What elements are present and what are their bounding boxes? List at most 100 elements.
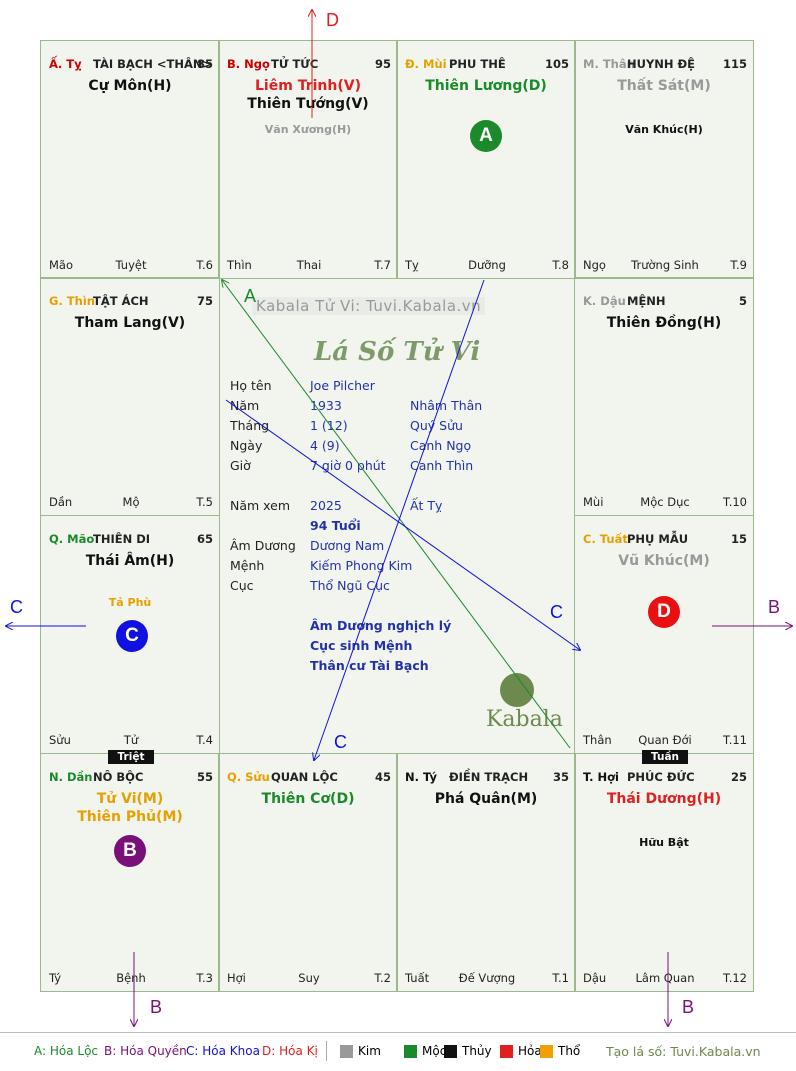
main-star: Thiên Phủ(M) — [77, 809, 183, 825]
tuan-tag: Tuần — [642, 750, 688, 764]
badge-c: C — [116, 620, 148, 652]
palace-name: NÔ BỘC — [93, 770, 144, 784]
site-credit: Tạo lá số: Tuvi.Kabala.vn — [606, 1044, 761, 1059]
info-label: Cục — [230, 578, 254, 593]
footer-branch: Ngọ — [583, 258, 606, 272]
legend-divider — [326, 1041, 327, 1061]
footer-branch: Tý — [49, 971, 62, 985]
palace-number: 5 — [738, 294, 747, 308]
label-a: A — [244, 286, 257, 306]
element-name: Thủy — [462, 1044, 492, 1058]
main-star: Thiên Lương(D) — [425, 78, 547, 94]
palace-number: 15 — [730, 532, 747, 546]
info-value: 2025 — [310, 498, 342, 513]
palace-name: TẬT ÁCH — [93, 294, 149, 308]
main-star: Thái Dương(H) — [606, 791, 722, 807]
age: 94 Tuổi — [310, 518, 361, 533]
footer-index: T.4 — [196, 733, 213, 747]
minor-star: Hữu Bật — [639, 836, 689, 849]
can-chi: Q. Mão — [49, 532, 95, 546]
info-label: Âm Dương — [230, 538, 296, 553]
legend: A: Hóa Lộc B: Hóa Quyền C: Hóa Khoa D: H… — [0, 1032, 796, 1071]
footer-index: T.10 — [723, 495, 747, 509]
info-label: Ngày — [230, 438, 263, 453]
can-chi: G. Thìn — [49, 294, 95, 308]
info-label: Năm xem — [230, 498, 291, 513]
triet-tag: Triệt — [108, 750, 154, 764]
footer-stage: Tử — [123, 733, 139, 747]
brand-name: Kabala — [486, 707, 563, 732]
can-chi: B. Ngọ — [227, 57, 270, 71]
main-star: Thiên Cơ(D) — [261, 791, 355, 807]
footer-index: T.11 — [723, 733, 747, 747]
chart-title: Lá Số Tử Vi — [314, 337, 481, 367]
palace-name: PHÚC ĐỨC — [627, 770, 695, 784]
info-value: Dương Nam — [310, 538, 385, 553]
info-value: Thổ Ngũ Cục — [310, 578, 390, 593]
legend-c: C: Hóa Khoa — [186, 1044, 260, 1058]
badge-d: D — [648, 596, 680, 628]
info-can-chi: Nhâm Thân — [410, 398, 483, 413]
palace-number: 35 — [552, 770, 569, 784]
palace-number: 65 — [196, 532, 213, 546]
element-swatch — [404, 1045, 417, 1058]
main-star: Liêm Trinh(V) — [255, 78, 361, 94]
label-d: D — [326, 10, 339, 30]
info-label: Giờ — [230, 458, 251, 473]
footer-index: T.2 — [374, 971, 391, 985]
palace-number: 115 — [722, 57, 747, 71]
legend-d: D: Hóa Kị — [262, 1044, 318, 1058]
brand-logo-icon — [500, 673, 534, 707]
can-chi: K. Dậu — [583, 294, 626, 308]
footer-index: T.6 — [196, 258, 213, 272]
main-star: Cự Môn(H) — [88, 78, 172, 94]
footer-index: T.1 — [552, 971, 569, 985]
footer-branch: Dậu — [583, 971, 607, 985]
palace-number: 55 — [196, 770, 213, 784]
info-value: Joe Pilcher — [310, 378, 375, 393]
footer-stage: Đế Vượng — [458, 971, 516, 985]
info-value: 7 giờ 0 phút — [310, 458, 386, 473]
palace-number: 25 — [730, 770, 747, 784]
palace-name: TỬ TỨC — [271, 57, 319, 71]
element-name: Thổ — [558, 1044, 581, 1058]
footer-index: T.8 — [552, 258, 569, 272]
minor-star: Văn Xương(H) — [264, 123, 352, 136]
info-value: 1 (12) — [310, 418, 348, 433]
info-value: 1933 — [310, 398, 342, 413]
footer-branch: Mão — [49, 258, 74, 272]
footer-index: T.3 — [196, 971, 213, 985]
footer-branch: Dần — [49, 495, 73, 509]
label-c-1: C — [334, 732, 347, 752]
palace-number: 75 — [196, 294, 213, 308]
footer-stage: Trường Sinh — [631, 258, 699, 272]
footer-stage: Mộ — [122, 495, 140, 509]
info-can-chi: Canh Ngọ — [410, 438, 472, 453]
chart-note: Âm Dương nghịch lý — [310, 618, 452, 633]
label-c-2: C — [550, 602, 563, 622]
footer-branch: Tỵ — [405, 258, 419, 272]
minor-star: Tả Phù — [108, 596, 152, 609]
footer-stage: Mộc Dục — [640, 495, 690, 509]
palace-name: ĐIỀN TRẠCH — [449, 770, 529, 784]
palace-name: PHỤ MẪU — [627, 532, 689, 546]
main-star: Thiên Tướng(V) — [247, 96, 369, 112]
info-can-chi: Ất Tỵ — [410, 498, 443, 513]
can-chi: Q. Sửu — [227, 770, 270, 784]
palace-name: MỆNH — [627, 294, 666, 308]
watermark: Kabala Tử Vi: Tuvi.Kabala.vn — [252, 297, 486, 315]
element-swatch — [444, 1045, 457, 1058]
info-label: Mệnh — [230, 558, 265, 573]
label-c-3: C — [10, 597, 23, 617]
element-swatch — [340, 1045, 353, 1058]
info-can-chi: Canh Thìn — [410, 458, 474, 473]
footer-stage: Lâm Quan — [635, 971, 695, 985]
main-star: Thiên Đồng(H) — [606, 315, 722, 331]
palace-number: 105 — [544, 57, 569, 71]
minor-star: Văn Khúc(H) — [625, 123, 703, 136]
footer-branch: Hợi — [227, 971, 246, 985]
